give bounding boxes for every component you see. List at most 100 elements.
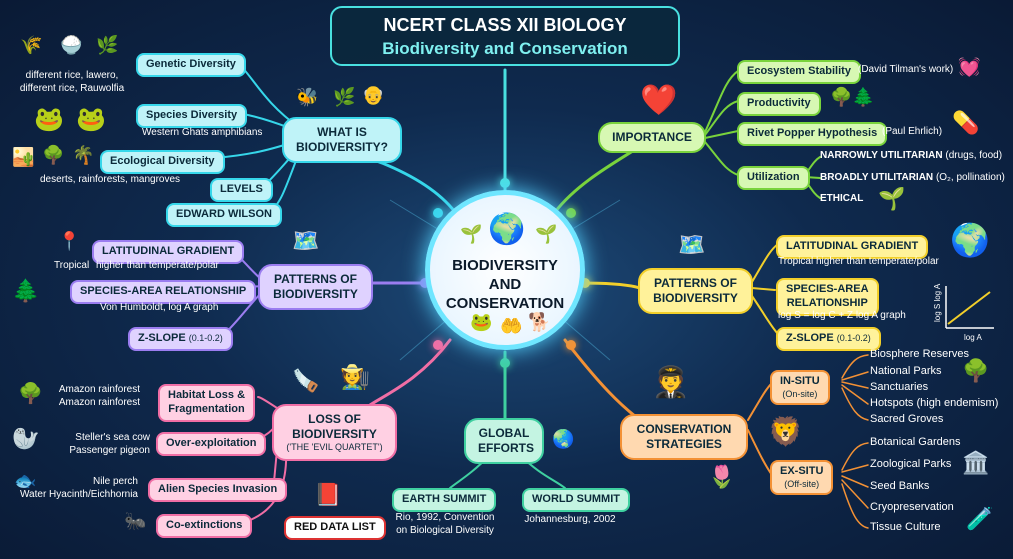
heart-pulse-icon: 💓 xyxy=(958,57,981,77)
global-title-line1: GLOBAL xyxy=(478,426,530,440)
trees-river-icon: 🌲 xyxy=(12,278,40,303)
habitat-loss-line2: Fragmentation xyxy=(168,402,245,415)
ex-situ-item: Cryopreservation xyxy=(870,501,954,513)
node-dot xyxy=(433,208,443,218)
title-line2: Biodiversity and Conservation xyxy=(382,39,628,58)
node-dot xyxy=(500,358,510,368)
plant-hands-icon: 🤲 xyxy=(500,316,523,336)
conservation-title-line2: STRATEGIES xyxy=(646,437,722,451)
dog-icon: 🐕 xyxy=(528,312,551,332)
title-box: NCERT CLASS XII BIOLOGY Biodiversity and… xyxy=(330,6,680,66)
z-slope-right-text: Z-SLOPE xyxy=(786,332,834,344)
narrowly-utilitarian-label: NARROWLY UTILITARIAN xyxy=(820,150,943,161)
rivet-popper-note: (Paul Ehrlich) xyxy=(882,126,943,137)
globe-icon: 🌍 xyxy=(488,213,526,246)
scientist-icon: 👴 xyxy=(362,85,385,105)
in-situ-item: Biosphere Reserves xyxy=(870,348,970,360)
desert-icon: 🏜️ xyxy=(12,147,35,167)
world-summit-note: Johannesburg, 2002 xyxy=(524,514,616,525)
ex-situ-note: (Off-site) xyxy=(784,478,820,489)
zoo-icon: 🏛️ xyxy=(962,450,990,475)
species-area-graph: log S log A log A xyxy=(933,283,994,342)
patterns-left-title-line1: PATTERNS OF xyxy=(274,272,357,286)
in-situ-title: IN-SITU xyxy=(780,375,820,387)
trees-icon: 🌳 xyxy=(962,358,990,383)
central-title: BIODIVERSITY AND CONSERVATION xyxy=(430,257,580,313)
ant-icon: 🐜 xyxy=(124,511,147,531)
ecological-diversity-label: Ecological Diversity xyxy=(100,150,225,174)
central-title-line3: CONSERVATION xyxy=(445,294,565,312)
red-data-list-label: RED DATA LIST xyxy=(284,516,386,540)
narrowly-utilitarian-row: NARROWLY UTILITARIAN (drugs, food) xyxy=(820,150,1002,163)
central-title-line2: AND xyxy=(488,275,522,293)
conservation-strategies-node: CONSERVATION STRATEGIES xyxy=(620,414,748,460)
hunter-icon: 🧑‍🌾 xyxy=(340,364,370,391)
species-area-left-note: Von Humboldt, log A graph xyxy=(100,302,219,313)
co-extinctions-label: Co-extinctions xyxy=(156,514,253,538)
map-icon: 🗺️ xyxy=(678,232,706,257)
ex-situ-item: Seed Banks xyxy=(870,480,930,492)
levels-label: LEVELS xyxy=(210,178,273,202)
productivity-label: Productivity xyxy=(737,92,821,116)
patterns-left-node: PATTERNS OF BIODIVERSITY xyxy=(258,264,373,310)
earth-summit-label: EARTH SUMMIT xyxy=(392,488,497,512)
location-pin-icon: 📍 xyxy=(58,231,81,251)
tropical-label: Tropical xyxy=(54,260,90,271)
node-dot xyxy=(566,340,576,350)
graph-xlabel: log A xyxy=(964,333,982,342)
ex-situ-item: Botanical Gardens xyxy=(870,436,961,448)
what-is-title-line2: BIODIVERSITY? xyxy=(296,140,389,154)
over-exploitation-label: Over-exploitation xyxy=(156,432,267,456)
node-dot xyxy=(580,278,590,288)
species-area-right-line1: SPECIES-AREA xyxy=(786,283,869,295)
sprout-icon: 🌱 xyxy=(460,224,483,244)
ecosystem-stability-label: Ecosystem Stability xyxy=(737,60,861,84)
patterns-right-title-line2: BIODIVERSITY xyxy=(653,291,738,305)
test-tubes-icon: 🧪 xyxy=(966,506,994,531)
map-icon: 🗺️ xyxy=(292,228,320,253)
earth-summit-note: Rio, 1992, Convention on Biological Dive… xyxy=(395,512,495,536)
habitat-loss-line1: Habitat Loss & xyxy=(168,389,246,401)
what-is-title-line1: WHAT IS xyxy=(317,125,367,139)
in-situ-note: (On-site) xyxy=(782,388,818,399)
global-title-line2: EFFORTS xyxy=(478,441,534,455)
latitudinal-gradient-right-note: Tropical higher than temperate/polar xyxy=(778,256,939,267)
species-area-right-label: SPECIES-AREA RELATIONSHIP xyxy=(776,278,879,316)
species-diversity-label: Species Diversity xyxy=(136,104,248,128)
habitat-loss-example: Amazon rainforest Amazon rainforest xyxy=(58,384,140,408)
sprout-icon: 🌱 xyxy=(535,224,558,244)
in-situ-item: Sanctuaries xyxy=(870,381,929,393)
z-slope-right-label: Z-SLOPE (0.1-0.2) xyxy=(776,327,881,351)
rivet-popper-label: Rivet Popper Hypothesis xyxy=(737,122,888,146)
habitat-loss-label: Habitat Loss & Fragmentation xyxy=(158,384,256,422)
loss-of-biodiversity-node: LOSS OF BIODIVERSITY ('THE 'EVIL QUARTET… xyxy=(272,404,397,462)
patterns-right-node: PATTERNS OF BIODIVERSITY xyxy=(638,268,753,314)
loss-title-line1: LOSS OF xyxy=(308,412,361,426)
latitudinal-gradient-left-label: LATITUDINAL GRADIENT xyxy=(92,240,245,264)
insect-icon: 🐝 xyxy=(296,87,319,107)
ex-situ-item: Zoological Parks xyxy=(870,458,952,470)
trees-icon: 🌲 xyxy=(852,87,875,107)
plant-icon: 🌿 xyxy=(96,35,119,55)
global-efforts-node: GLOBAL EFFORTS xyxy=(464,418,544,464)
plant-icon: 🌿 xyxy=(333,87,356,107)
in-situ-item: National Parks xyxy=(870,365,942,377)
flower-icon: 🌷 xyxy=(708,464,736,489)
z-slope-left-label: Z-SLOPE (0.1-0.2) xyxy=(128,327,233,351)
frog-icon: 🐸 xyxy=(470,312,493,332)
species-area-right-note: log S = log C + Z log A graph xyxy=(778,310,906,321)
node-dot xyxy=(433,340,443,350)
species-area-left-label: SPECIES-AREA RELATIONSHIP xyxy=(70,280,257,304)
z-slope-right-range: (0.1-0.2) xyxy=(836,333,871,343)
importance-node: IMPORTANCE xyxy=(598,122,706,153)
latitudinal-gradient-left-note: higher than temperate/polar xyxy=(96,260,219,271)
patterns-left-title-line2: BIODIVERSITY xyxy=(273,287,358,301)
broadly-utilitarian-label: BROADLY UTILITARIAN xyxy=(820,172,934,183)
medicine-bottle-icon: 💊 xyxy=(952,110,980,135)
species-diversity-example: Western Ghats amphibians xyxy=(142,127,263,138)
globe-icon: 🌏 xyxy=(552,429,575,449)
frog-icon: 🐸 xyxy=(34,106,64,133)
ex-situ-title: EX-SITU xyxy=(780,465,824,477)
z-slope-left-range: (0.1-0.2) xyxy=(188,333,223,343)
broadly-utilitarian-note: (O₂, pollination) xyxy=(935,172,1005,183)
